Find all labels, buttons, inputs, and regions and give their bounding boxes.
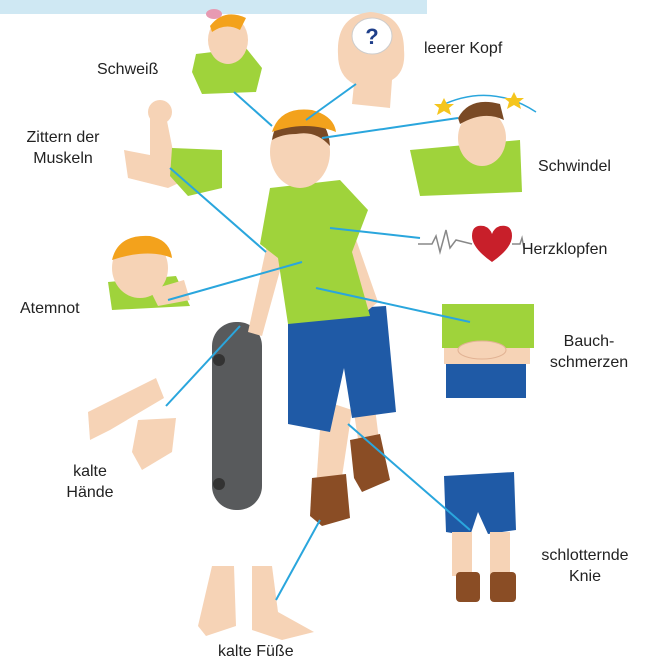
left-shoe-icon xyxy=(310,474,350,526)
cold-hands-vignette xyxy=(88,378,176,470)
label-cold-hands-line1: kalte xyxy=(52,461,128,482)
label-short-breath: Atemnot xyxy=(20,298,80,319)
label-palpitations: Herzklopfen xyxy=(522,239,607,260)
label-stomach-ache: Bauch- schmerzen xyxy=(540,331,638,373)
label-cold-hands-line2: Hände xyxy=(52,482,128,503)
label-muscle-tremor-line1: Zittern der xyxy=(14,127,112,148)
label-dizziness: Schwindel xyxy=(538,156,611,177)
skateboard-icon xyxy=(212,322,262,510)
label-muscle-tremor: Zittern der Muskeln xyxy=(14,127,112,169)
label-shaking-knees-line2: Knie xyxy=(532,566,638,587)
heart-palpitation-vignette xyxy=(418,226,524,262)
heart-icon xyxy=(472,226,512,262)
label-sweat: Schweiß xyxy=(97,59,158,80)
shaking-knees-vignette xyxy=(444,472,516,602)
label-empty-head: leerer Kopf xyxy=(424,38,502,59)
cold-feet-vignette xyxy=(198,566,314,640)
sweat-vignette xyxy=(192,9,262,94)
label-cold-hands: kalte Hände xyxy=(52,461,128,503)
dizziness-vignette xyxy=(410,92,536,196)
short-breath-vignette xyxy=(108,236,190,310)
label-stomach-ache-line2: schmerzen xyxy=(540,352,638,373)
label-shaking-knees-line1: schlotternde xyxy=(532,545,638,566)
label-cold-feet: kalte Füße xyxy=(218,641,294,662)
muscle-tremor-vignette xyxy=(124,100,222,196)
dizzy-star-icon xyxy=(504,92,524,109)
label-shaking-knees: schlotternde Knie xyxy=(532,545,638,587)
empty-head-vignette: ? xyxy=(338,12,404,108)
label-stomach-ache-line1: Bauch- xyxy=(540,331,638,352)
question-mark-icon: ? xyxy=(365,24,378,49)
label-muscle-tremor-line2: Muskeln xyxy=(14,148,112,169)
dizzy-star-icon xyxy=(434,98,454,115)
central-boy-figure xyxy=(212,109,396,526)
